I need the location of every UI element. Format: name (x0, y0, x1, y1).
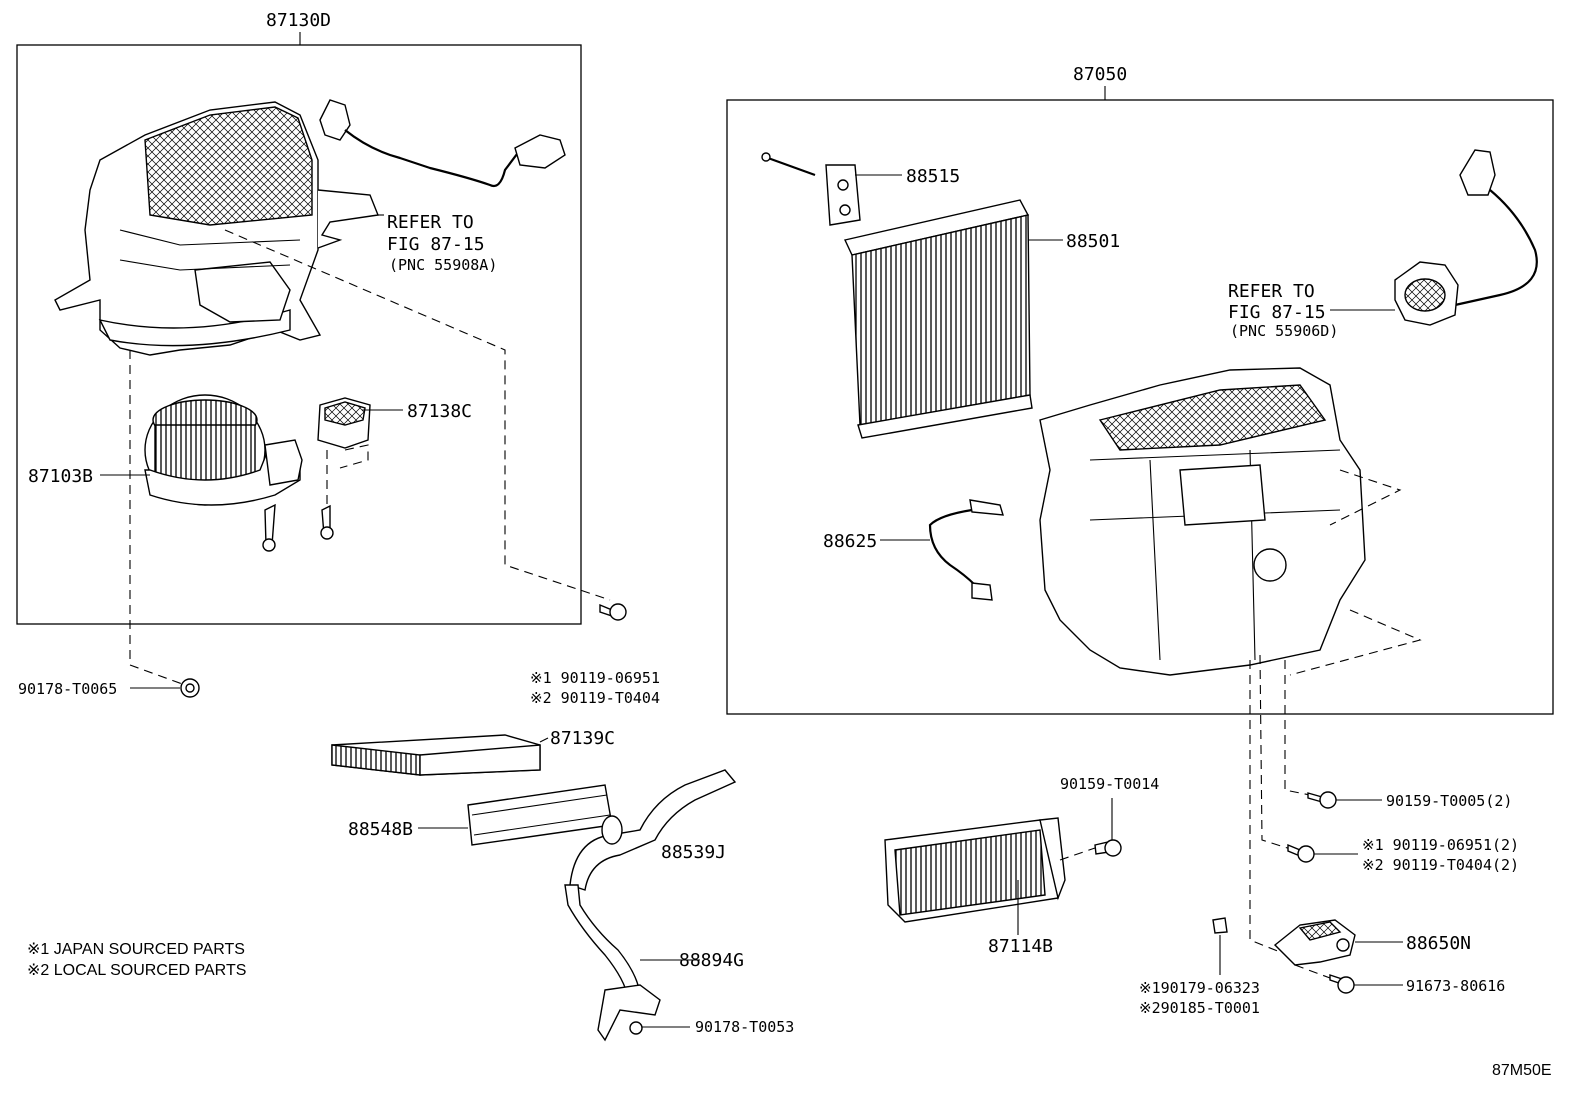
air-filter (331, 734, 541, 776)
label-88515: 88515 (906, 166, 960, 187)
blower-housing (54, 101, 379, 356)
figure-code: 87M50E (1492, 1062, 1552, 1079)
fastener-90159-T0005 (1307, 791, 1337, 809)
label-90178-T0053: 90178-T0053 (695, 1018, 794, 1036)
footnote-japan-sourced: ※1 JAPAN SOURCED PARTS (27, 941, 245, 958)
damper-servo (1394, 149, 1538, 326)
label-90178-T0065: 90178-T0065 (18, 680, 117, 698)
label-88548B: 88548B (348, 819, 413, 840)
clip-90179-06323 (1212, 917, 1228, 934)
heater-case (1039, 367, 1366, 676)
label-88894G: 88894G (679, 950, 744, 971)
fastener-90119-06951 (599, 603, 627, 621)
label-90119-T0404: ※2 90119-T0404 (530, 689, 660, 707)
label-88539J: 88539J (661, 842, 726, 863)
refer-note-2-line2: FIG 87-15 (1228, 302, 1326, 323)
label-90159-T0014: 90159-T0014 (1060, 775, 1159, 793)
label-87138C: 87138C (407, 401, 472, 422)
label-90159-T0005: 90159-T0005(2) (1386, 792, 1512, 810)
label-87114B: 87114B (988, 936, 1053, 957)
fastener-90159-T0014 (1059, 839, 1122, 861)
refer-note-2-line3: (PNC 55906D) (1230, 322, 1338, 340)
fastener-90178-T0065 (180, 678, 200, 698)
refer-note-1-line3: (PNC 55908A) (389, 256, 497, 274)
label-87139C: 87139C (550, 728, 615, 749)
label-87130D: 87130D (266, 10, 331, 31)
label-91673-80616: 91673-80616 (1406, 977, 1505, 995)
evaporator-core (843, 199, 1033, 439)
refer-note-1-line1: REFER TO (387, 212, 474, 233)
refer-note-1-line2: FIG 87-15 (387, 234, 485, 255)
label-90119-06951-2: ※1 90119-06951(2) (1362, 836, 1519, 854)
damper-motor-88650N (1273, 919, 1356, 994)
label-88625: 88625 (823, 531, 877, 552)
drain-hose-88539J (569, 769, 737, 891)
label-88650N: 88650N (1406, 933, 1471, 954)
blower-motor (144, 394, 303, 552)
expansion-valve (761, 152, 861, 226)
label-90119-T0404-2: ※2 90119-T0404(2) (1362, 856, 1519, 874)
filter-door-88548B (467, 784, 613, 846)
heater-unit-frame (726, 99, 1554, 715)
label-88501: 88501 (1066, 231, 1120, 252)
blower-assembly-frame (16, 44, 582, 625)
label-90119-06951: ※1 90119-06951 (530, 669, 660, 687)
label-90185-T0001: ※290185-T0001 (1139, 999, 1260, 1017)
footnote-local-sourced: ※2 LOCAL SOURCED PARTS (27, 962, 246, 979)
blower-resistor (317, 397, 371, 540)
heater-core (884, 817, 1066, 923)
refer-note-2-line1: REFER TO (1228, 281, 1315, 302)
fastener-90119-06951-2 (1287, 843, 1315, 863)
label-87050: 87050 (1073, 64, 1127, 85)
evaporator-sensor (928, 499, 1004, 601)
label-87103B: 87103B (28, 466, 93, 487)
label-90179-06323: ※190179-06323 (1139, 979, 1260, 997)
drain-hose-88894G (564, 884, 661, 1042)
blower-wire-harness (319, 99, 566, 188)
